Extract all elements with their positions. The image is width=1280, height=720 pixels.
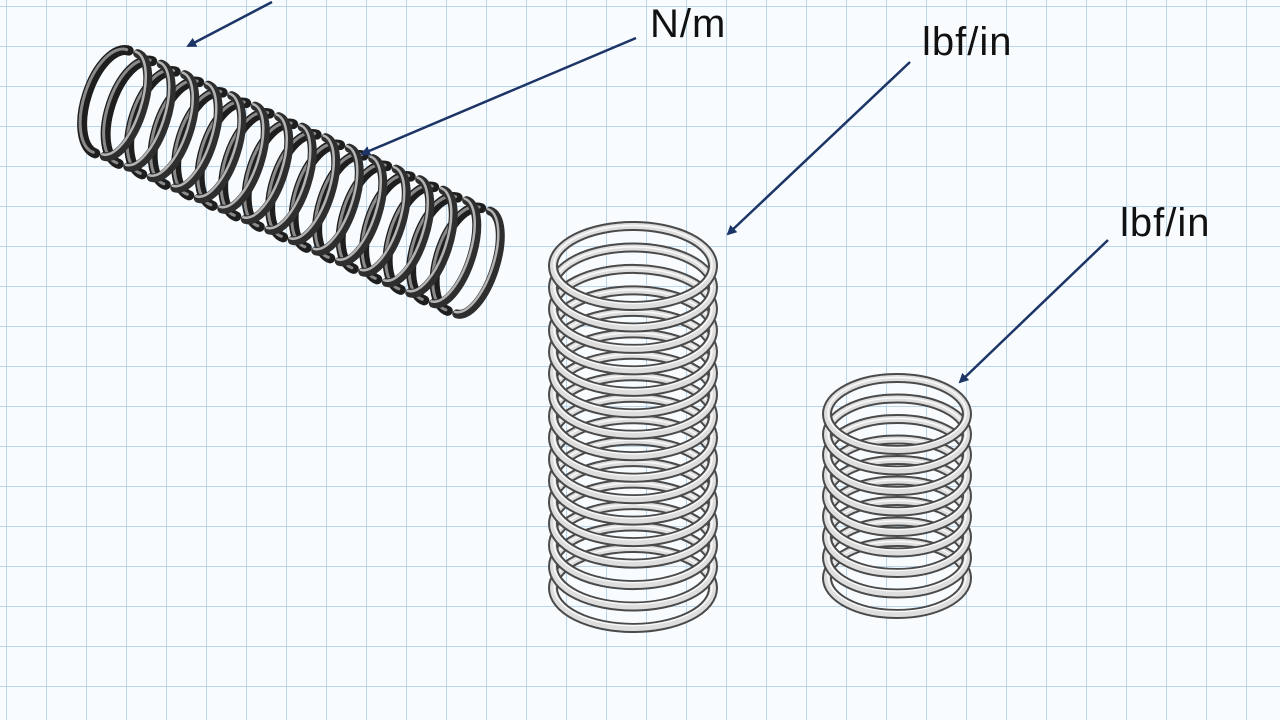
coil-shine — [553, 353, 713, 434]
coil-shine — [827, 417, 967, 490]
coil-shine — [383, 176, 430, 283]
coil-shine — [553, 289, 713, 369]
coil-shine — [430, 197, 477, 304]
coil-back — [77, 45, 134, 159]
coil-shine — [553, 439, 713, 519]
tall-vertical-spring — [548, 221, 718, 633]
coil-shine — [827, 458, 967, 531]
coil-shine — [171, 81, 218, 188]
spring-rate-label-lbf-in-short: lbf/in — [1120, 201, 1211, 245]
coil-shine — [827, 540, 967, 613]
coil-highlight — [78, 47, 129, 154]
coil-shine — [148, 71, 195, 178]
arrow-lbf-in-short — [958, 239, 1109, 384]
coil-shine — [218, 102, 265, 209]
arrow-top-left — [186, 0, 273, 48]
coil-shine — [553, 503, 713, 584]
coil-shine — [336, 155, 383, 262]
coil-shine — [124, 60, 171, 167]
coil-shine — [359, 165, 406, 272]
coil-shine — [289, 134, 336, 241]
coil-shine — [101, 50, 148, 157]
spring-rate-label-n-m: N/m — [650, 2, 727, 46]
coil-shine — [553, 482, 713, 562]
short-vertical-spring — [822, 373, 972, 619]
coil-shine — [312, 144, 359, 251]
coil-shine — [553, 267, 713, 348]
coil-shine — [453, 207, 500, 314]
coil-shine — [553, 310, 713, 391]
coil-shine — [553, 375, 713, 455]
coil-shine — [827, 397, 967, 469]
spring-rate-label-lbf-in-tall: lbf/in — [922, 20, 1013, 64]
horizontal-dark-spring — [77, 45, 505, 319]
coil-shine — [827, 376, 967, 449]
coil-shine — [827, 438, 967, 510]
coil-shine — [827, 499, 967, 572]
coil-shine — [553, 525, 713, 605]
arrow-lbf-in-tall — [726, 61, 911, 236]
coil-shine — [827, 479, 967, 551]
coil-shine — [265, 123, 312, 230]
coil-shine — [553, 332, 713, 412]
coil-shine — [242, 113, 289, 220]
coil-shine — [195, 92, 242, 199]
coil-shine — [553, 417, 713, 498]
arrow-n-m — [360, 36, 637, 156]
coil-shine — [553, 246, 713, 326]
coil-shine — [406, 186, 453, 293]
coil-shine — [553, 224, 713, 305]
coil-shine — [553, 546, 713, 627]
coil-shine — [553, 396, 713, 476]
coil-shine — [553, 460, 713, 541]
coil-shine — [827, 520, 967, 592]
